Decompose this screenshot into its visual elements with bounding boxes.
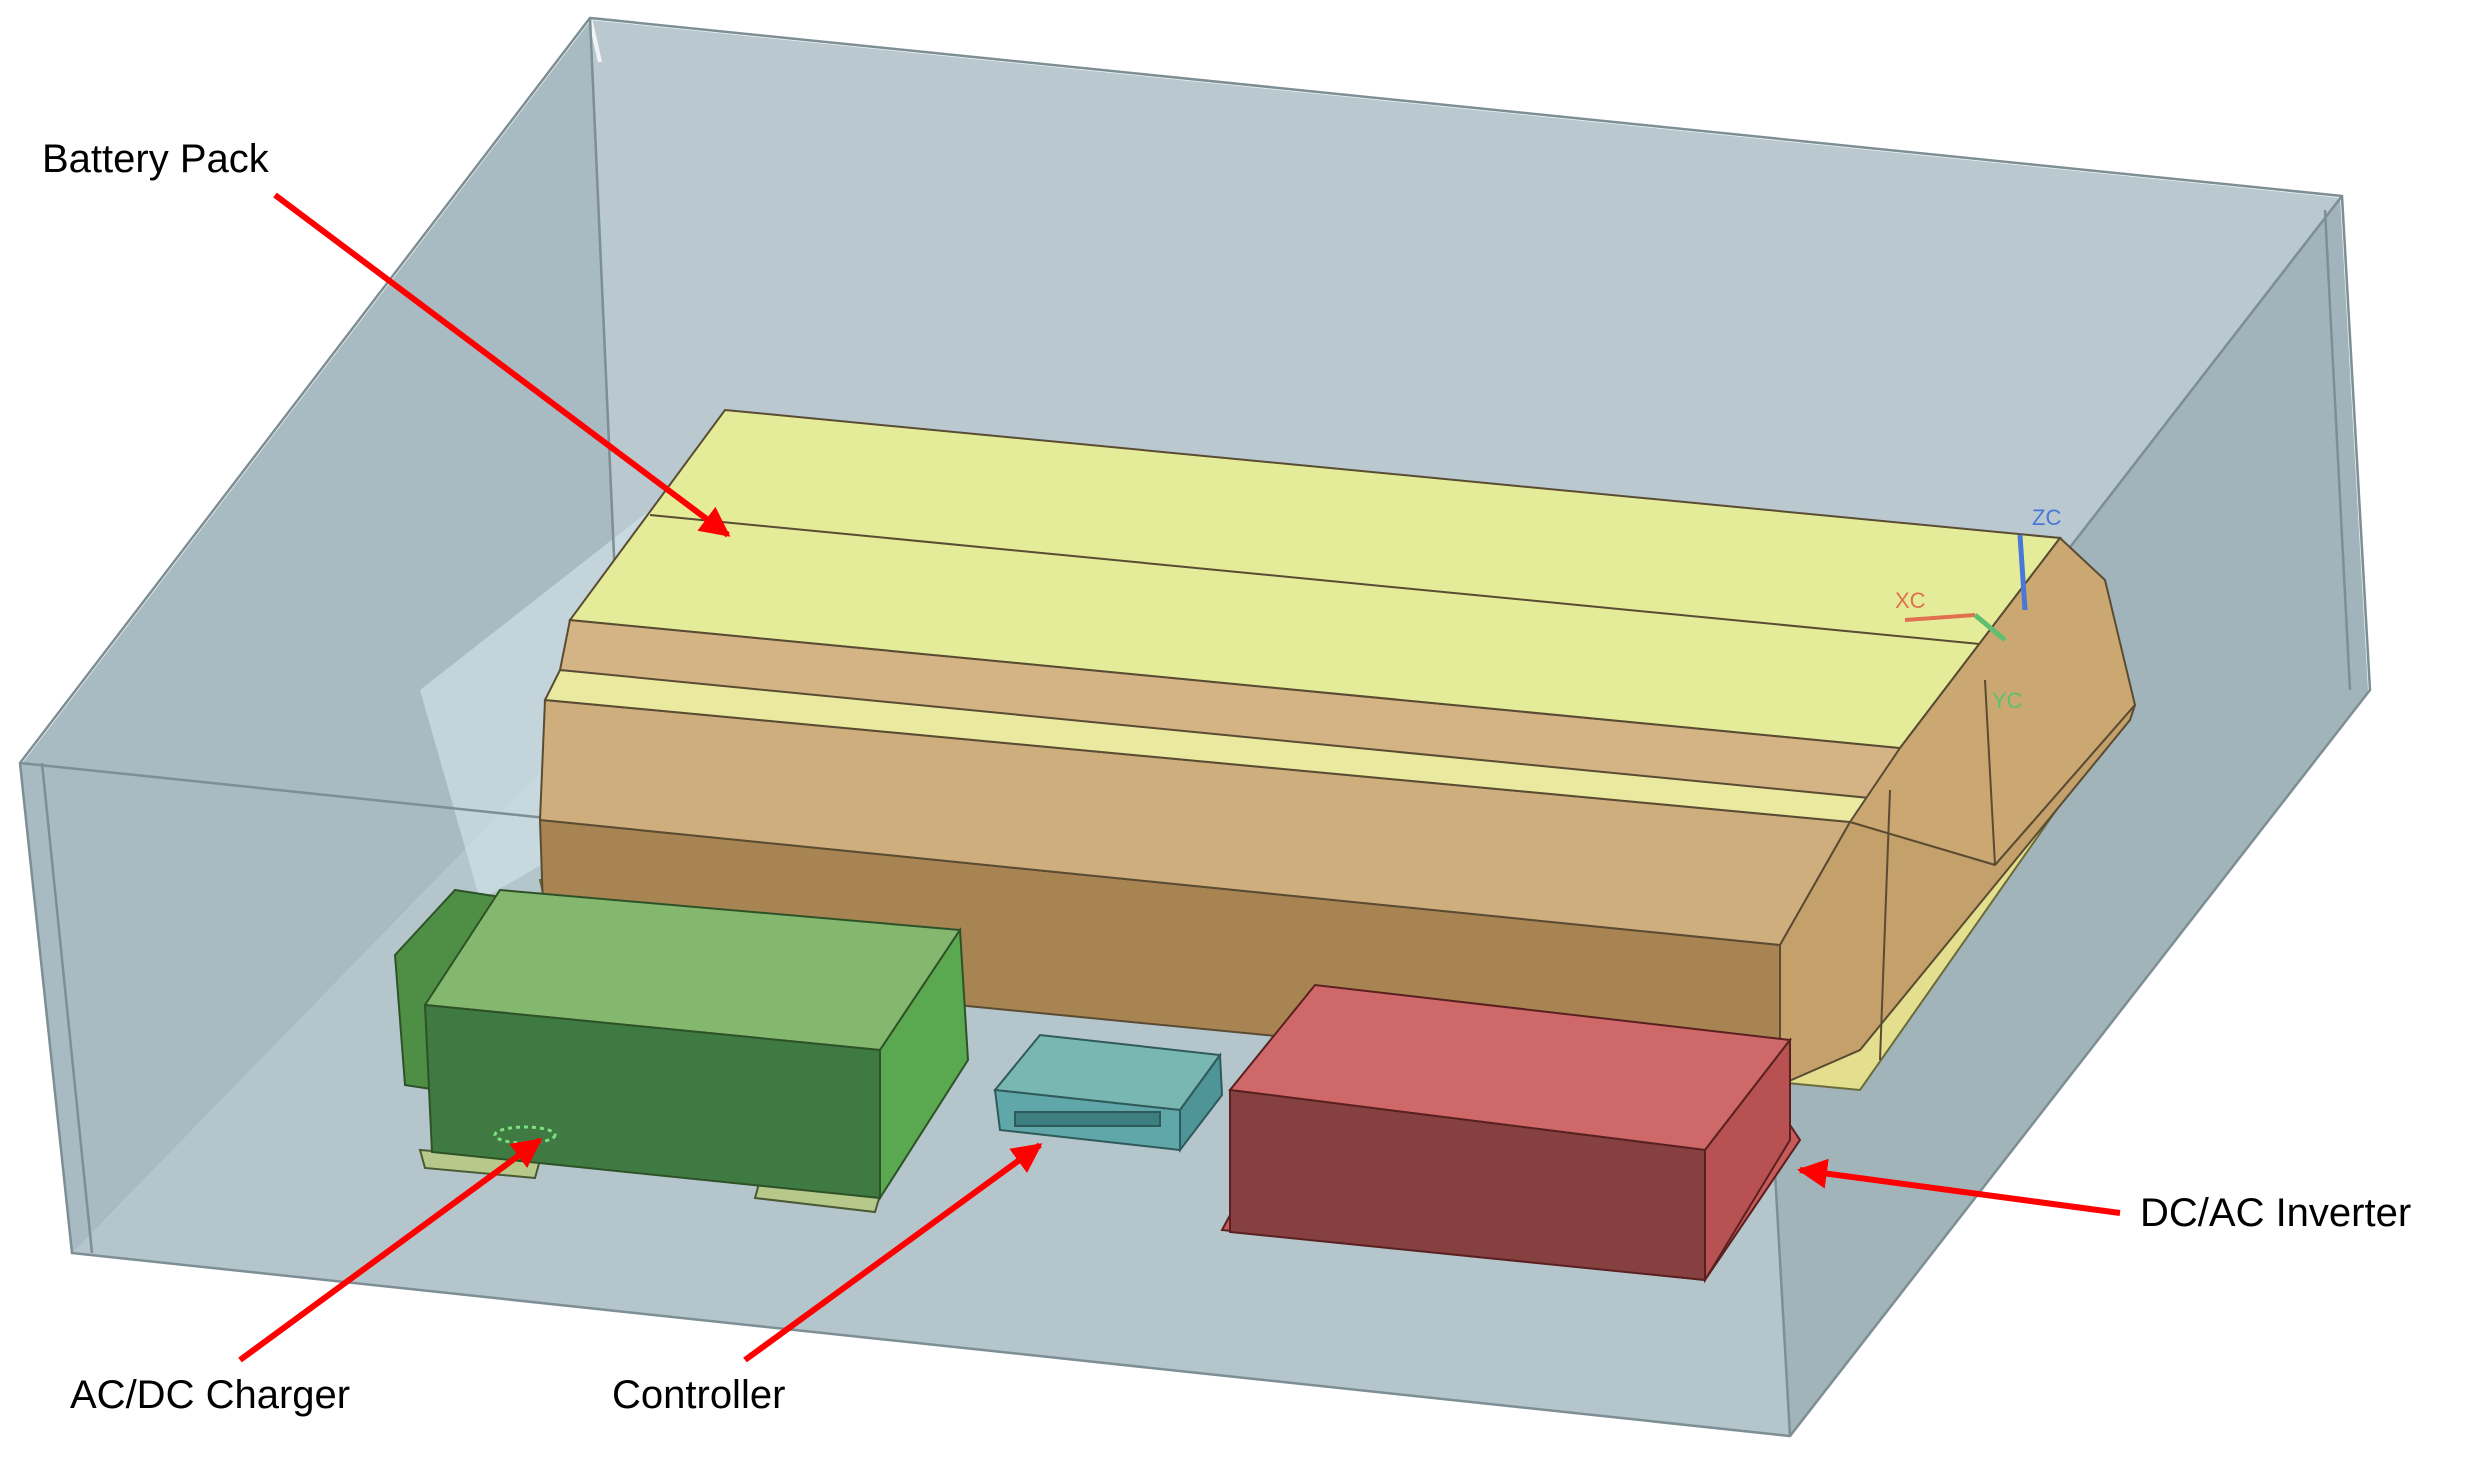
inverter-arrow <box>1797 1158 2121 1216</box>
coordinate-triad: XC YC ZC <box>1895 505 2061 713</box>
charger-arrow <box>238 1137 543 1363</box>
controller <box>993 1033 1224 1153</box>
battery-right-end-lower <box>1779 704 2136 1087</box>
battery-pack-label: Battery Pack <box>42 137 270 181</box>
dc-ac-inverter-label: DC/AC Inverter <box>2140 1191 2411 1235</box>
enclosure-left-wall <box>20 18 620 1253</box>
controller-right <box>1179 1052 1224 1153</box>
controller-connector <box>1014 1111 1161 1127</box>
dc-ac-inverter <box>1220 983 1802 1284</box>
axis-z-line <box>2017 534 2028 611</box>
enclosure-right-wall <box>1762 196 2370 1436</box>
controller-arrow <box>743 1142 1043 1363</box>
ac-dc-charger-label: AC/DC Charger <box>70 1373 350 1417</box>
axis-y-label: YC <box>1992 688 2023 713</box>
axis-z-label: ZC <box>2032 505 2061 530</box>
charger-right <box>879 926 970 1202</box>
ac-dc-charger <box>393 888 970 1214</box>
axis-x-label: XC <box>1895 588 1926 613</box>
axis-x-line <box>1904 613 1976 622</box>
inverter-right <box>1704 1037 1791 1284</box>
controller-label: Controller <box>612 1373 785 1417</box>
axis-y-line <box>1973 613 2007 642</box>
callout-arrows <box>238 192 2121 1363</box>
battery-pack-arrow <box>273 192 731 538</box>
